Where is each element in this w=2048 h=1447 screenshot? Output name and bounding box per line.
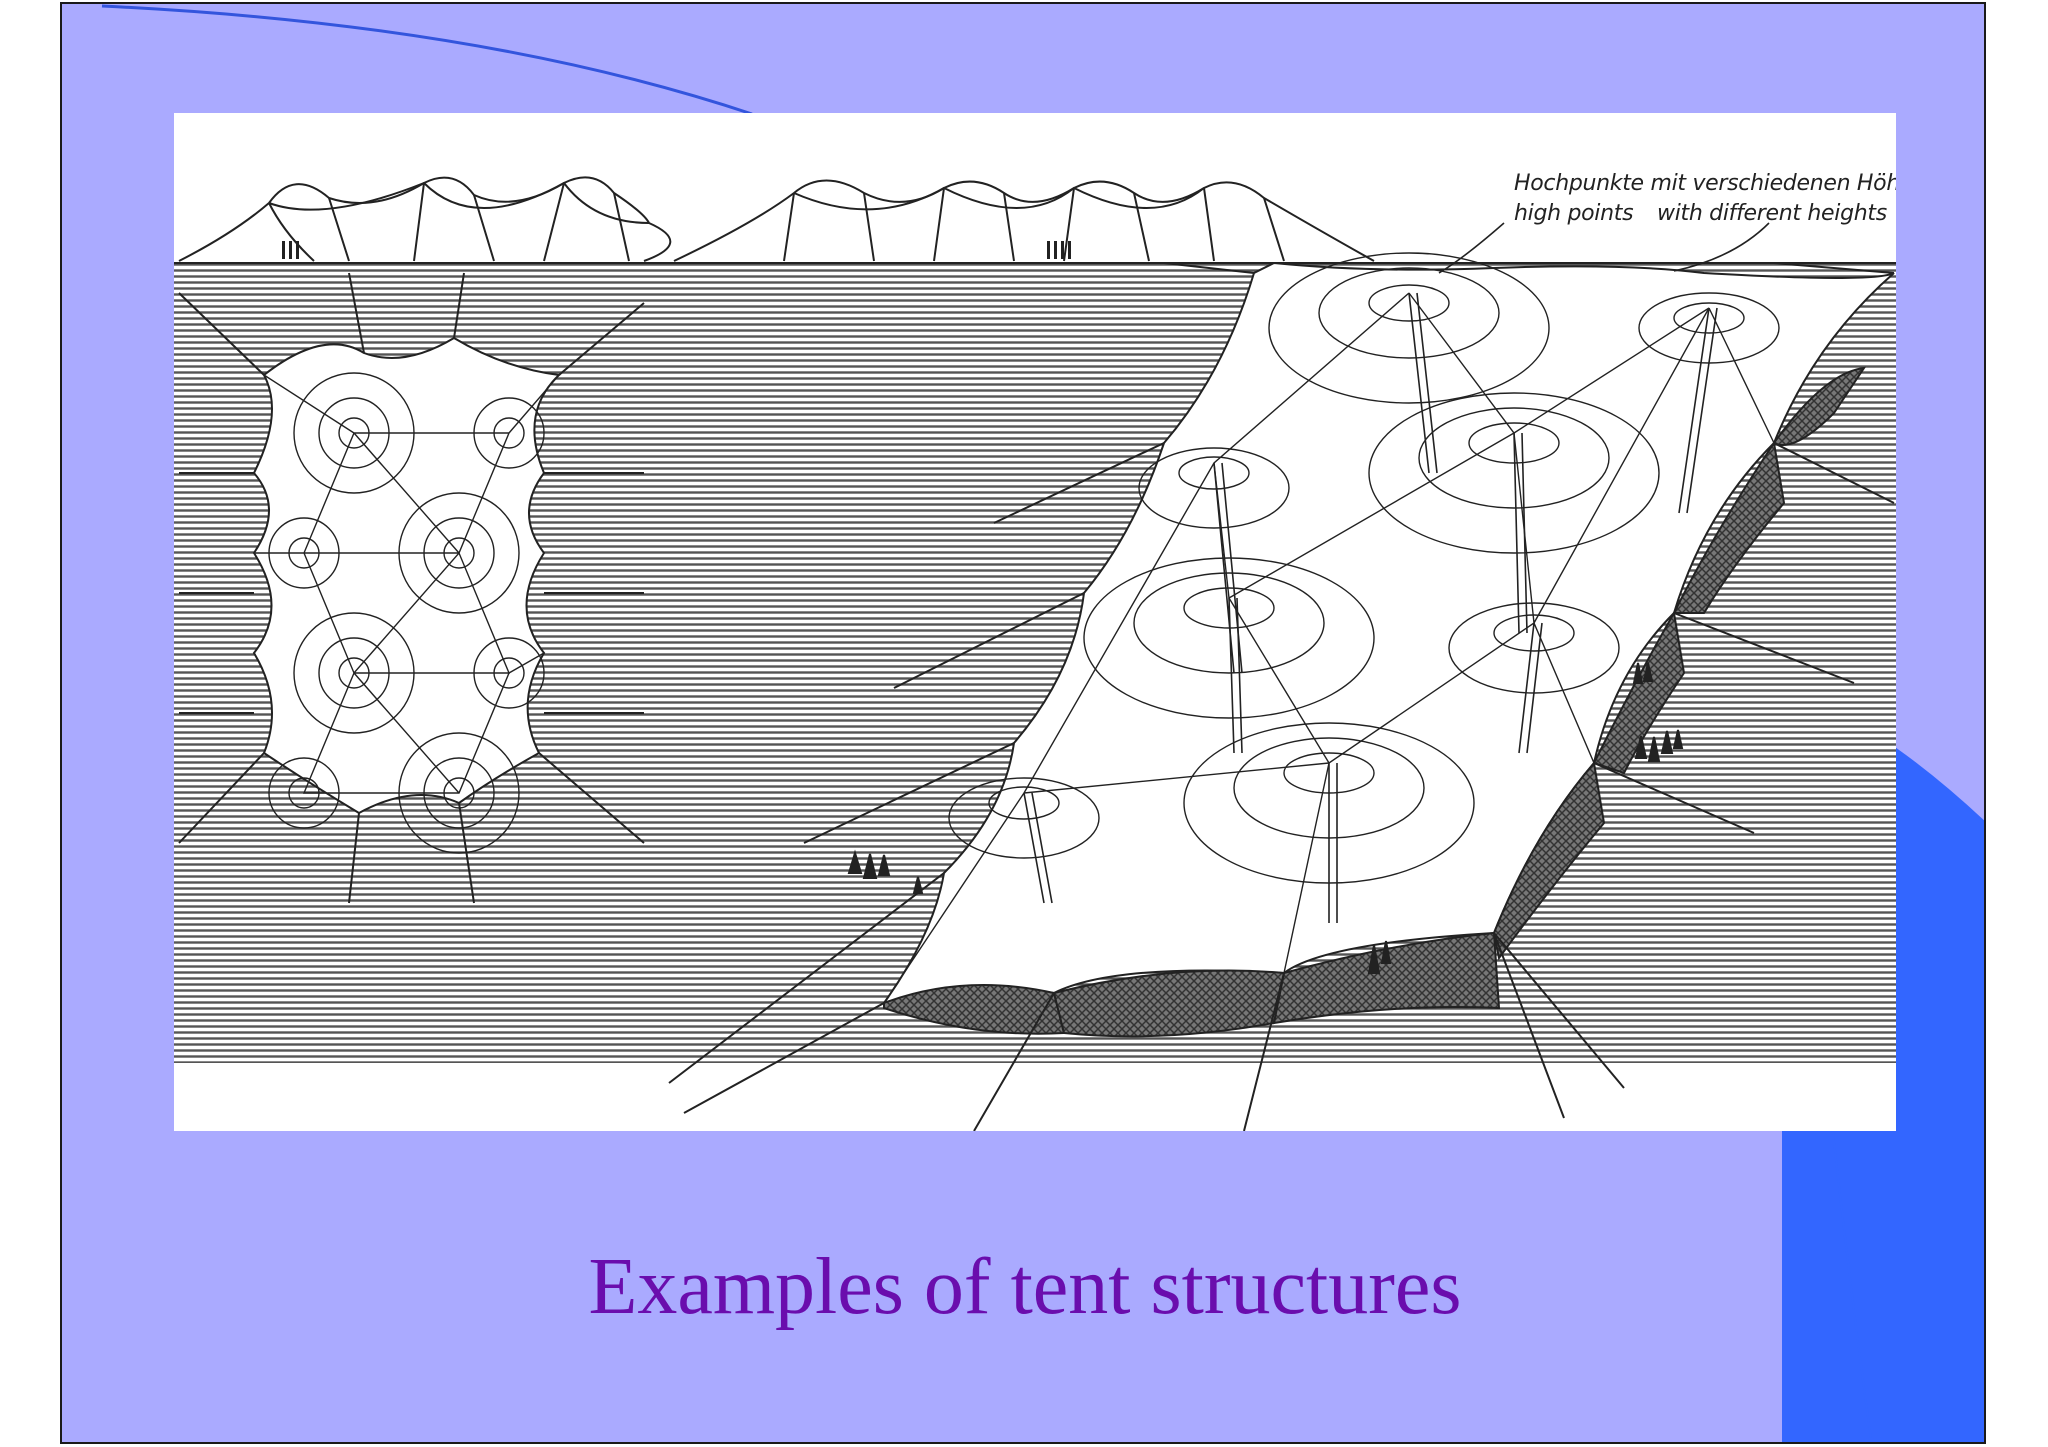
tent-structures-drawing: Hochpunkte mit verschiedenen Höhen high … bbox=[174, 113, 1896, 1131]
annotation-english-left: high points bbox=[1514, 201, 1634, 226]
slide: Hochpunkte mit verschiedenen Höhen high … bbox=[60, 2, 1986, 1444]
slide-caption: Examples of tent structures bbox=[588, 1243, 1462, 1331]
right-tent-perspective bbox=[668, 252, 1895, 1131]
left-tent-plan bbox=[178, 272, 645, 904]
middle-tent-elevation bbox=[673, 179, 1375, 262]
top-left-swoosh bbox=[101, 4, 753, 116]
left-tent-elevation bbox=[178, 176, 672, 262]
annotation-german: Hochpunkte mit verschiedenen Höhen bbox=[1514, 171, 1896, 196]
annotation-english-right: with different heights bbox=[1657, 201, 1887, 226]
